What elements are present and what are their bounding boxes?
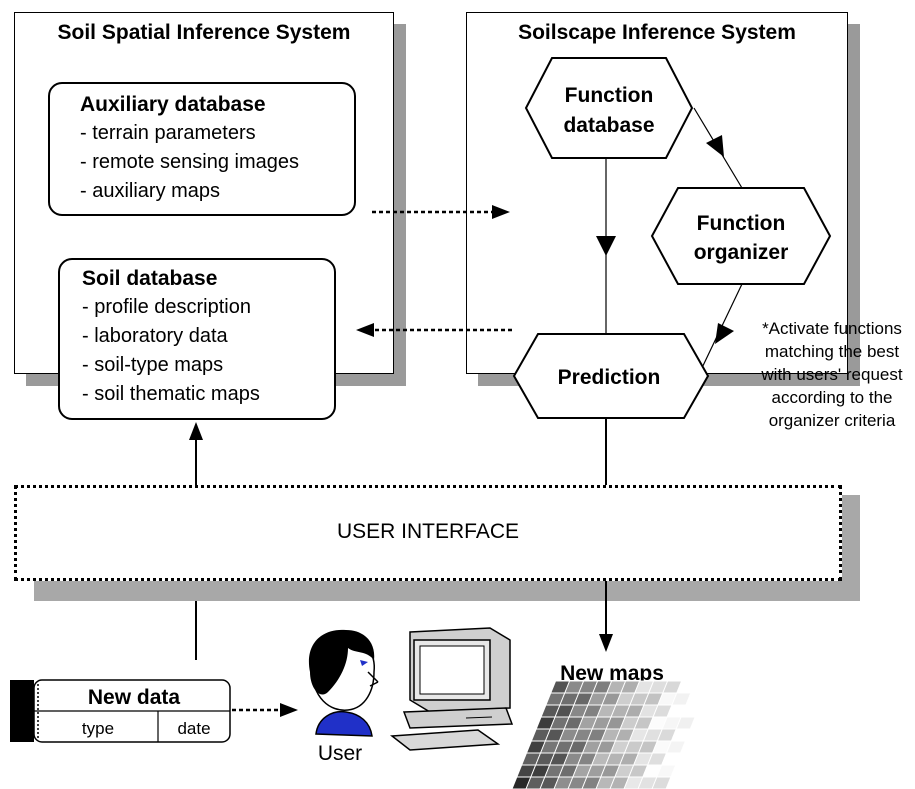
soil-item: - soil thematic maps [82, 383, 260, 405]
new-data-title: New data [88, 686, 181, 709]
organizer-note-line: according to the [772, 388, 893, 407]
function-organizer-label-2: organizer [694, 241, 789, 264]
new-data-type-field: type [82, 719, 114, 738]
soil-database-heading: Soil database [82, 267, 218, 290]
prediction-label: Prediction [558, 366, 661, 389]
new-data-to-user-arrowhead [280, 703, 298, 717]
user-interface-label: USER INTERFACE [336, 520, 520, 543]
user-head-icon: User [308, 629, 379, 765]
new-data-record: New data type date [10, 679, 231, 743]
auxiliary-item: - terrain parameters [80, 122, 256, 144]
soil-item: - laboratory data [82, 325, 228, 347]
organizer-to-prediction-arrowhead [715, 323, 734, 344]
map-cell [690, 680, 711, 694]
soil-item: - profile description [82, 296, 251, 318]
map-grid-icon [511, 680, 711, 789]
organizer-note-line: matching the best [765, 342, 899, 361]
organizer-note-line: *Activate functions [762, 319, 902, 338]
prediction-hexagon [512, 333, 710, 419]
function-database-label-1: Function [565, 84, 654, 107]
function-database-label-2: database [563, 114, 654, 137]
new-maps-label: New maps [560, 662, 664, 685]
db-to-organizer-arrowhead [706, 135, 724, 157]
aux-to-soilscape-arrowhead [492, 205, 510, 219]
right-panel-title: Soilscape Inference System [518, 21, 796, 44]
db-to-prediction-arrowhead [596, 236, 616, 256]
function-organizer-hexagon [650, 187, 832, 285]
organizer-note-line: with users' request [760, 365, 902, 384]
function-database-hexagon [524, 57, 694, 159]
soil-item: - soil-type maps [82, 354, 224, 376]
function-organizer-label-1: Function [697, 212, 786, 235]
auxiliary-item: - remote sensing images [80, 151, 299, 173]
auxiliary-database-heading: Auxiliary database [80, 93, 266, 116]
organizer-note-line: organizer criteria [769, 411, 896, 430]
ui-to-soil-db-arrowhead [189, 422, 203, 440]
ui-to-new-maps-arrowhead [599, 634, 613, 652]
user-label: User [318, 742, 362, 765]
auxiliary-database-box: Auxiliary database - terrain parameters … [48, 82, 356, 216]
computer-icon [389, 627, 514, 751]
soilscape-to-soil-db-arrowhead [356, 323, 374, 337]
auxiliary-item: - auxiliary maps [80, 180, 221, 202]
new-data-date-field: date [177, 719, 210, 738]
soil-database-box: Soil database - profile description - la… [58, 258, 336, 420]
left-panel-title: Soil Spatial Inference System [57, 21, 351, 44]
user-interface-box: USER INTERFACE [14, 485, 842, 581]
